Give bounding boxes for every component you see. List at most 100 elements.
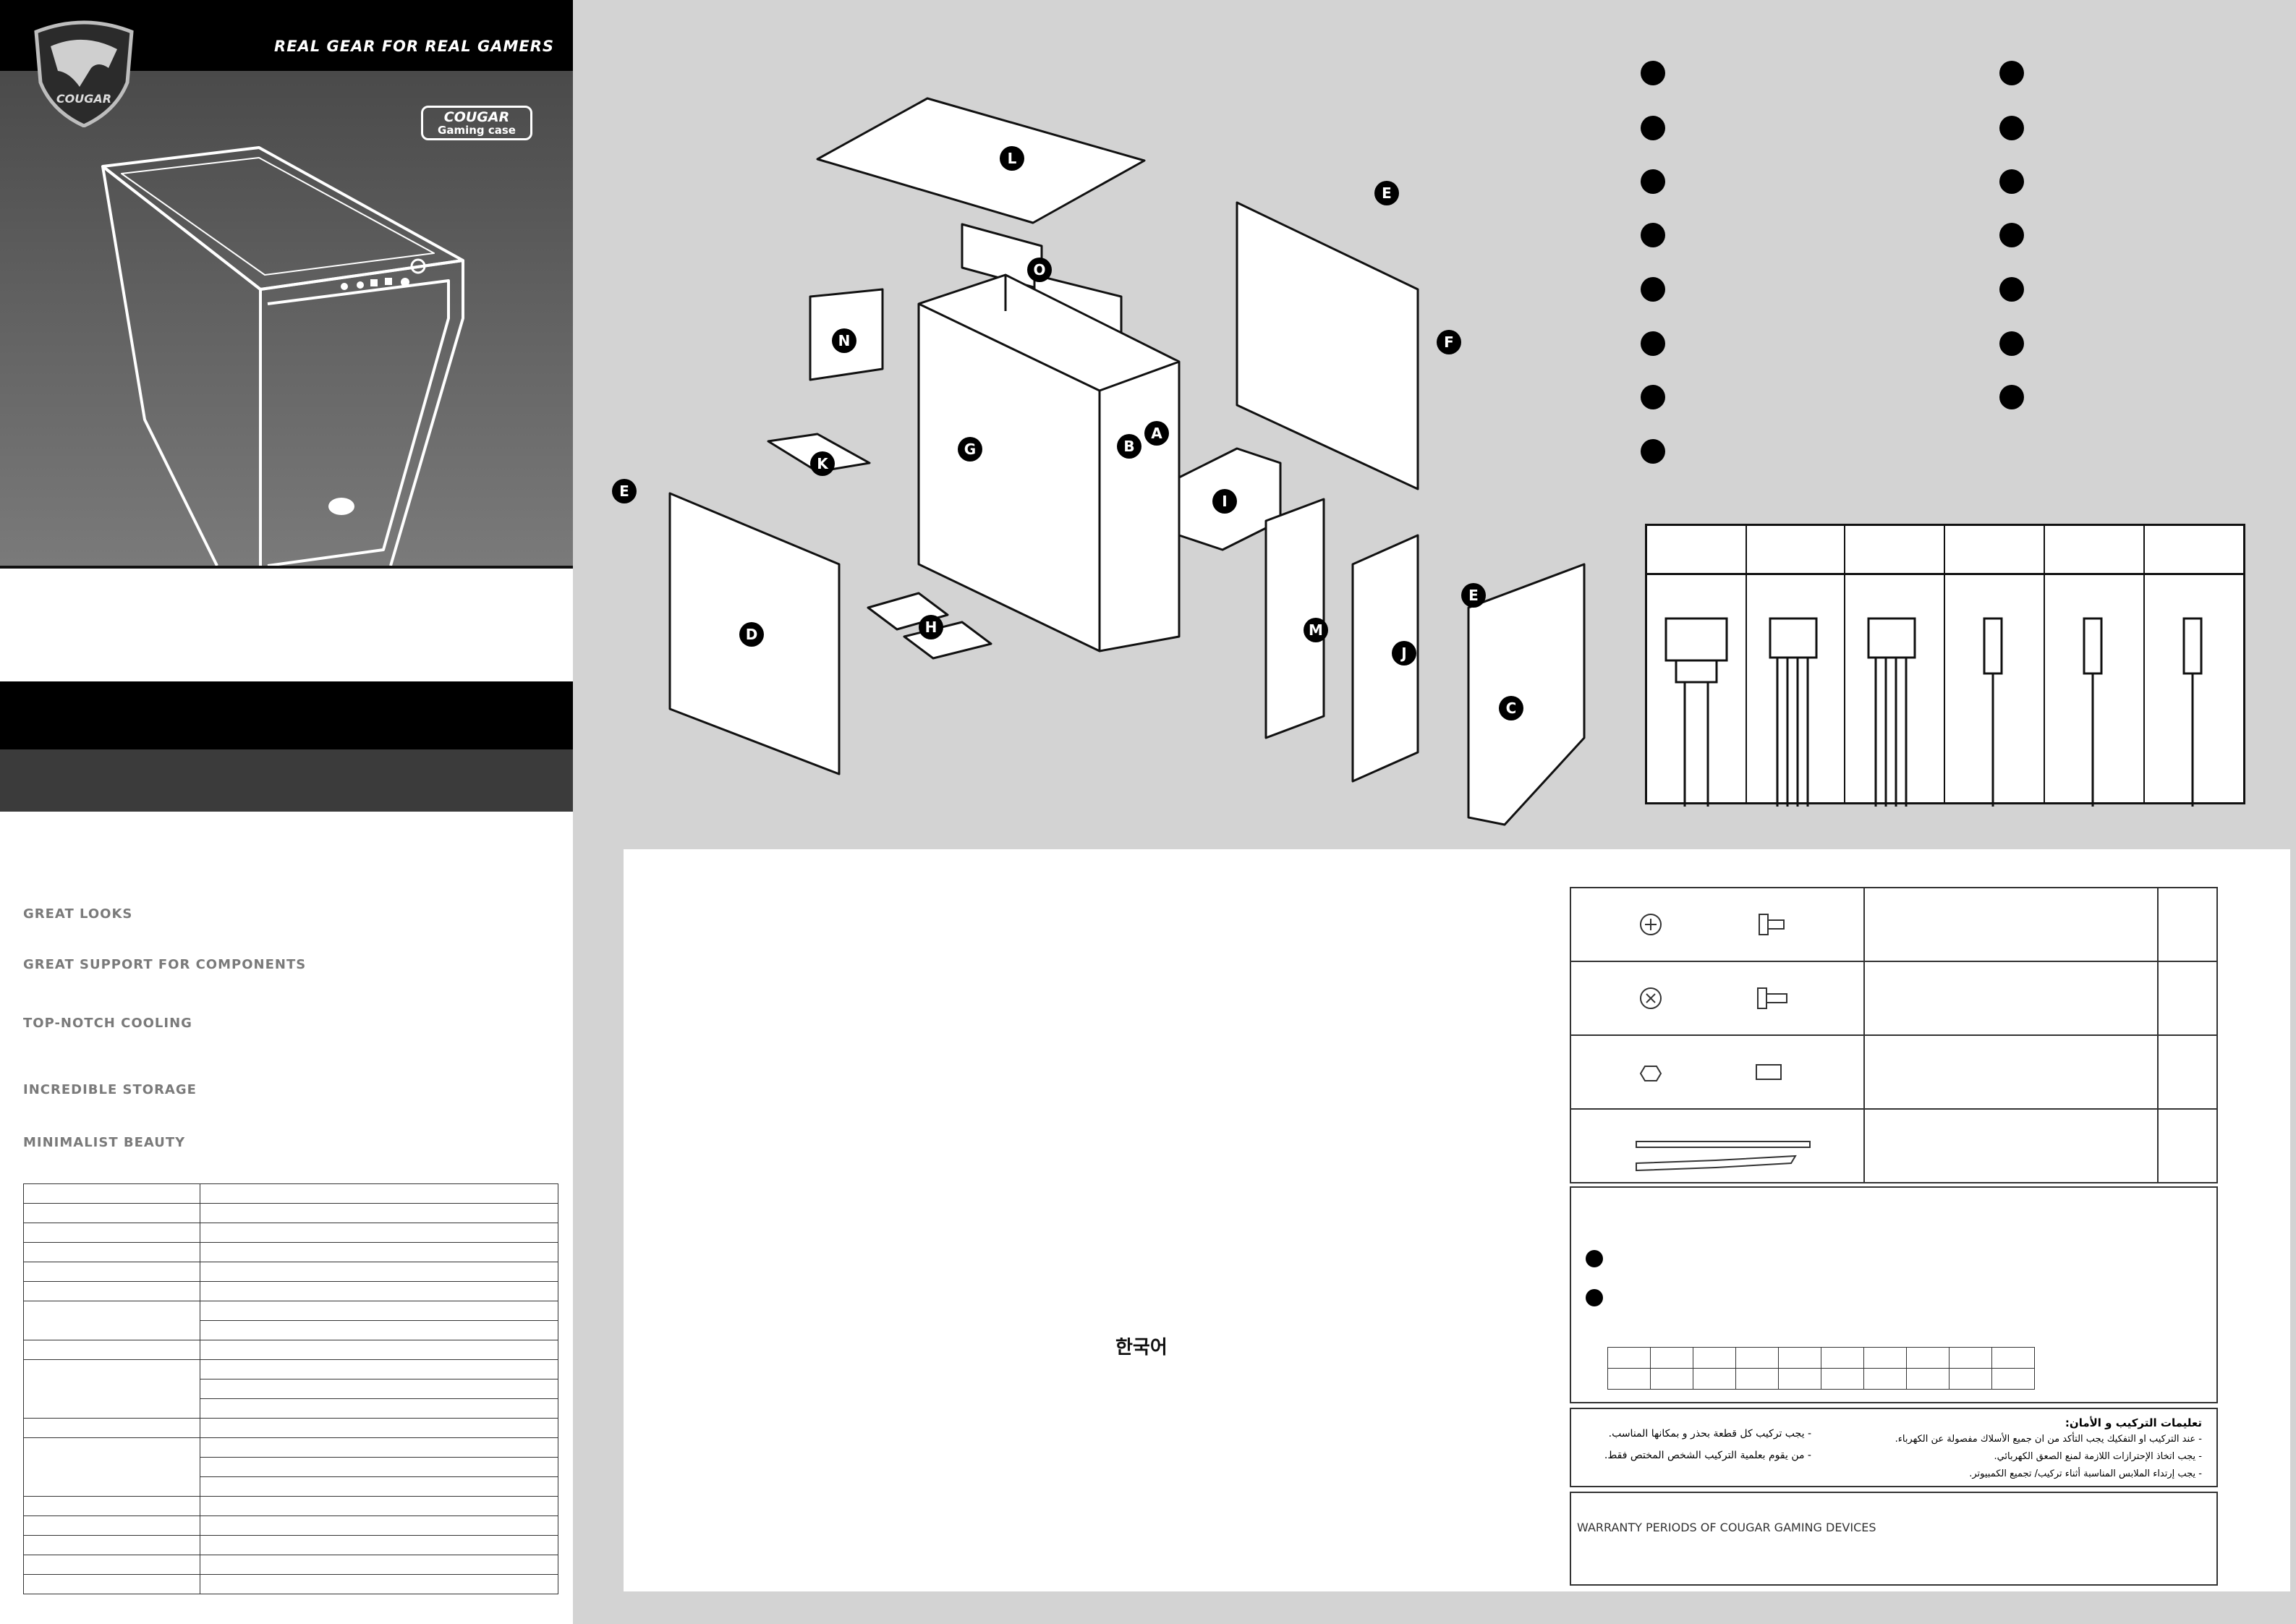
feature-minimalist: MINIMALIST BEAUTY xyxy=(23,1135,186,1150)
connector-table xyxy=(1645,524,2245,807)
led-connector-icon xyxy=(2182,617,2203,675)
info-panel: 한국어 xyxy=(624,849,2290,1591)
nut-icon xyxy=(1639,1066,1662,1081)
cable-tie-icon xyxy=(1636,1141,1811,1148)
power-sw-connector-icon xyxy=(1983,617,2003,675)
table-row xyxy=(23,1183,558,1204)
legend-bullet xyxy=(1999,169,2024,194)
table-row xyxy=(23,1555,558,1575)
safety-line: - عند التركيب او التفكيك يجب التأكد من ا… xyxy=(1895,1434,2202,1445)
safety-line: - يجب تركيب كل قطعة بحذر و بمكانها المنا… xyxy=(1608,1428,1811,1440)
cover-black-band xyxy=(0,679,573,749)
table-row xyxy=(23,1535,558,1555)
part-label-a: A xyxy=(1144,421,1169,446)
part-label-n: N xyxy=(832,328,856,353)
table-row xyxy=(23,1242,558,1262)
table-row xyxy=(23,1281,558,1301)
table-row xyxy=(24,1398,558,1419)
part-top-panel xyxy=(816,97,1146,224)
usb-connector-icon xyxy=(1664,617,1728,662)
warranty-title: WARRANTY PERIODS OF COUGAR GAMING DEVICE… xyxy=(1577,1521,1876,1534)
table-row xyxy=(24,1320,558,1340)
cover-gray-band xyxy=(0,749,573,812)
table-row xyxy=(23,1437,558,1497)
case-outline-illustration xyxy=(101,146,464,566)
legend-bullet xyxy=(1999,277,2024,302)
cougar-logo-icon: COUGAR xyxy=(34,20,134,127)
warranty-box: WARRANTY PERIODS OF COUGAR GAMING DEVICE… xyxy=(1570,1492,2218,1586)
table-row xyxy=(1571,1036,2216,1110)
safety-instructions-ar: تعليمات التركيب و الأمان: - عند التركيب … xyxy=(1570,1408,2218,1487)
part-label-b: B xyxy=(1117,434,1141,459)
safety-line: - يجب اتخاذ الإحترازات اللازمة لمنع الصع… xyxy=(1994,1451,2202,1462)
part-label-i: I xyxy=(1212,489,1237,514)
screw-side-icon xyxy=(1759,914,1769,935)
table-row xyxy=(23,1574,558,1594)
note-bullet xyxy=(1586,1250,1603,1267)
safety-line: - من يقوم بعلمية التركيب الشخص المختص فق… xyxy=(1604,1450,1811,1461)
notes-box xyxy=(1570,1186,2218,1403)
cover-white-band xyxy=(0,566,573,679)
table-row xyxy=(23,1223,558,1243)
part-label-g: G xyxy=(958,437,982,462)
feature-support: GREAT SUPPORT FOR COMPONENTS xyxy=(23,957,307,972)
part-label-d: D xyxy=(739,622,764,647)
note-bullet xyxy=(1586,1289,1603,1306)
part-label-e3: E xyxy=(1461,583,1486,608)
connector-drawings xyxy=(1664,617,2203,807)
feature-great-looks: GREAT LOOKS xyxy=(23,906,133,922)
standoff-icon xyxy=(1756,1064,1782,1080)
legend-bullet xyxy=(1999,116,2024,140)
spec-table xyxy=(23,1183,558,1594)
table-row xyxy=(1607,1368,2035,1390)
table-row xyxy=(23,1340,558,1360)
logo-text: COUGAR xyxy=(56,92,111,106)
brand-tagline: REAL GEAR FOR REAL GAMERS xyxy=(274,38,554,55)
exploded-parts-drawing xyxy=(668,97,1586,826)
part-label-e: E xyxy=(1374,181,1399,205)
table-row xyxy=(23,1203,558,1223)
gaming-case-badge: COUGAR Gaming case xyxy=(421,106,532,140)
table-row xyxy=(23,1418,558,1438)
part-label-l: L xyxy=(1000,146,1024,171)
table-row xyxy=(1571,888,2216,962)
part-label-h: H xyxy=(919,615,943,639)
table-row xyxy=(23,1262,558,1282)
hd-audio-connector-icon xyxy=(1867,617,1916,659)
screw-drawings xyxy=(1636,914,1811,1172)
legend-bullet xyxy=(1999,61,2024,85)
legend-bullet xyxy=(1999,223,2024,247)
screw-side-icon xyxy=(1757,987,1767,1009)
part-label-f: F xyxy=(1437,330,1461,354)
table-row xyxy=(23,1496,558,1516)
badge-line2: Gaming case xyxy=(438,124,516,137)
badge-line1: COUGAR xyxy=(443,109,510,125)
table-row xyxy=(1607,1347,2035,1369)
legend-bullet xyxy=(1641,439,1665,464)
table-row xyxy=(24,1476,558,1497)
cover-panel: COUGAR REAL GEAR FOR REAL GAMERS COUGAR … xyxy=(0,0,573,1624)
language-label: 한국어 xyxy=(1115,1337,1168,1359)
part-label-m: M xyxy=(1304,618,1328,642)
table-row xyxy=(1571,962,2216,1036)
safety-line: - يجب إرتداء الملابس المناسبة أثناء تركي… xyxy=(1969,1468,2202,1479)
part-label-o: O xyxy=(1027,258,1052,282)
legend-bullet xyxy=(1999,331,2024,356)
legend-bullet xyxy=(1641,277,1665,302)
small-grid-table xyxy=(1607,1347,2035,1390)
exploded-view-diagram: L E O F N G B A K E I E D H M J C xyxy=(600,58,1649,832)
audio-connector-icon xyxy=(1769,617,1818,659)
legend-bullet xyxy=(1641,116,1665,140)
feature-storage: INCREDIBLE STORAGE xyxy=(23,1082,197,1097)
cover-hero xyxy=(0,71,573,566)
table-row xyxy=(23,1515,558,1536)
table-row xyxy=(23,1301,558,1340)
part-label-c: C xyxy=(1499,696,1523,720)
legend-bullet xyxy=(1641,385,1665,409)
reset-sw-connector-icon xyxy=(2083,617,2103,675)
legend-bullet xyxy=(1999,385,2024,409)
part-label-e2: E xyxy=(612,479,637,503)
screw-table xyxy=(1570,887,2218,1183)
safety-title: تعليمات التركيب و الأمان: xyxy=(2065,1416,2202,1429)
